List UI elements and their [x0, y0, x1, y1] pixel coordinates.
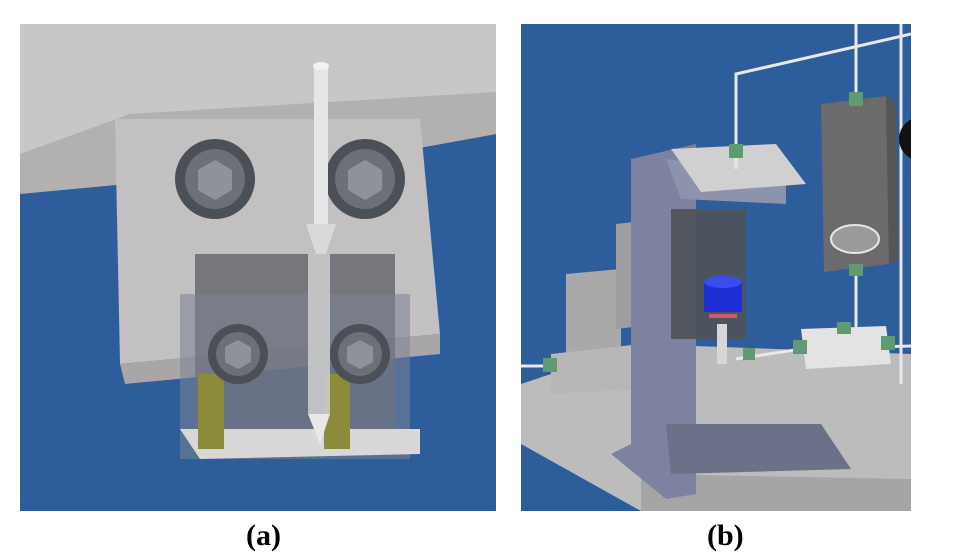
black-knob: [899, 119, 911, 159]
bolt-upper-right: [325, 139, 405, 219]
top-platform: [671, 144, 806, 192]
bolt-lower-left: [208, 324, 268, 384]
housing: [671, 209, 746, 339]
dispensing-needle: [306, 62, 336, 444]
blue-nozzle: [704, 276, 742, 364]
junction-block: [801, 326, 891, 369]
fittings: [543, 92, 895, 372]
panel-b-render: [521, 24, 911, 511]
base-pad: [666, 424, 851, 474]
printer-assembly-render: [521, 24, 911, 511]
bolt-upper-left: [175, 139, 255, 219]
caption-b: (b): [707, 519, 744, 552]
panel-a-render: [20, 24, 496, 511]
caption-a: (a): [246, 519, 281, 552]
reservoir-tank: [821, 96, 899, 272]
nozzle-mount-render: [20, 24, 496, 511]
brass-insert-left: [198, 374, 224, 449]
base-plate: [180, 429, 420, 459]
bolt-lower-right: [330, 324, 390, 384]
